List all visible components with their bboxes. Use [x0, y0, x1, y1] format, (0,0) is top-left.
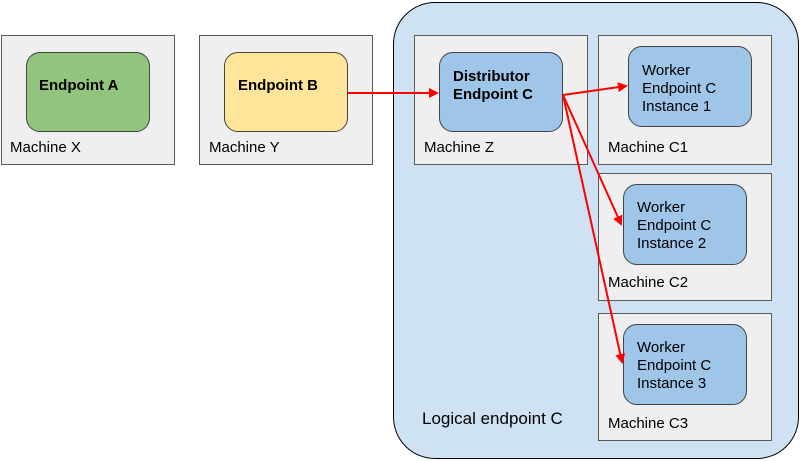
worker-instance-3-node: Worker Endpoint C Instance 3: [623, 324, 747, 405]
worker-2-line3: Instance 2: [637, 235, 707, 252]
arrow-distributor-to-worker-2: [562, 94, 623, 226]
worker-3-line2: Endpoint C: [637, 357, 712, 374]
machine-x-label: Machine X: [10, 139, 81, 156]
endpoint-a-label: Endpoint A: [39, 77, 119, 94]
endpoint-a-node: Endpoint A: [26, 52, 150, 132]
worker-3-line3: Instance 3: [637, 375, 707, 392]
worker-instance-1-node: Worker Endpoint C Instance 1: [628, 46, 752, 127]
logical-endpoint-label: Logical endpoint C: [422, 409, 563, 428]
worker-2-line1: Worker: [637, 199, 686, 216]
worker-3-line1: Worker: [637, 339, 686, 356]
endpoint-b-label: Endpoint B: [238, 77, 318, 94]
machine-c3-label: Machine C3: [608, 415, 689, 432]
machine-c1-label: Machine C1: [608, 139, 689, 156]
machine-y-label: Machine Y: [209, 139, 280, 156]
arrow-distributor-to-worker-1: [562, 82, 628, 96]
distributor-label-line1: Distributor: [453, 68, 530, 85]
worker-1-line2: Endpoint C: [642, 80, 717, 97]
distributor-node: Distributor Endpoint C: [439, 52, 563, 132]
machine-c2-label: Machine C2: [608, 274, 689, 291]
arrow-distributor-to-worker-3: [562, 94, 626, 364]
distributor-label-line2: Endpoint C: [453, 86, 533, 103]
machine-z-label: Machine Z: [424, 139, 495, 156]
worker-instance-2-node: Worker Endpoint C Instance 2: [623, 184, 747, 265]
endpoint-b-node: Endpoint B: [224, 52, 348, 132]
worker-1-line3: Instance 1: [642, 98, 712, 115]
worker-1-line1: Worker: [642, 62, 691, 79]
worker-2-line2: Endpoint C: [637, 217, 712, 234]
